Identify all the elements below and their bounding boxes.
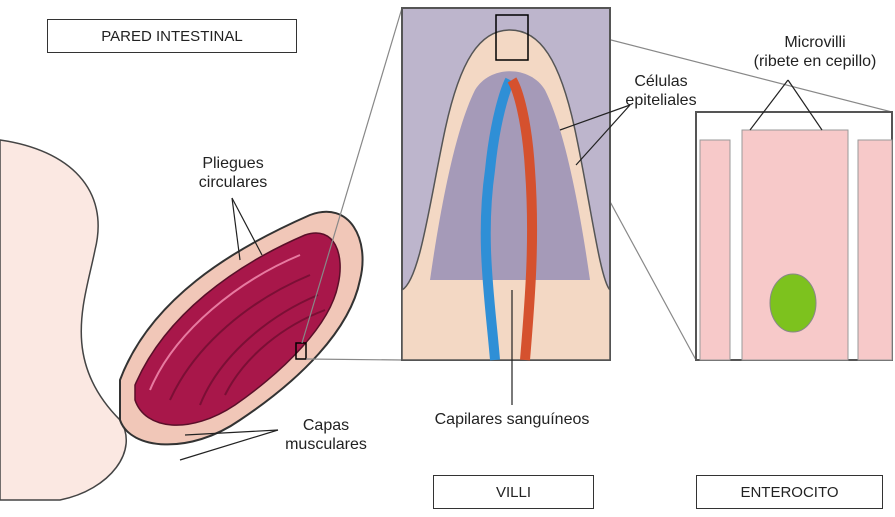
title-enterocito: ENTEROCITO <box>740 484 838 501</box>
pliegues-line2: circulares <box>185 173 281 192</box>
capas-line1: Capas <box>276 416 376 435</box>
enterocyte-drawing <box>696 112 892 360</box>
title-villi: VILLI <box>496 484 531 501</box>
microvilli-line2: (ribete en cepillo) <box>735 52 895 71</box>
villus-drawing <box>402 8 610 360</box>
pliegues-line1: Pliegues <box>185 154 281 173</box>
label-microvilli: Microvilli (ribete en cepillo) <box>735 33 895 71</box>
capilares-text: Capilares sanguíneos <box>427 410 597 429</box>
celulas-line2: epiteliales <box>616 91 706 110</box>
celulas-line1: Células <box>616 72 706 91</box>
label-celulas-epiteliales: Células epiteliales <box>616 72 706 110</box>
label-pliegues-circulares: Pliegues circulares <box>185 154 281 192</box>
title-box-pared-intestinal: PARED INTESTINAL <box>47 19 297 53</box>
title-box-enterocito: ENTEROCITO <box>696 475 883 509</box>
title-pared-intestinal: PARED INTESTINAL <box>101 28 242 45</box>
label-capilares-sanguineos: Capilares sanguíneos <box>427 410 597 429</box>
microvilli-line1: Microvilli <box>735 33 895 52</box>
title-box-villi: VILLI <box>433 475 594 509</box>
capas-line2: musculares <box>276 435 376 454</box>
label-capas-musculares: Capas musculares <box>276 416 376 454</box>
